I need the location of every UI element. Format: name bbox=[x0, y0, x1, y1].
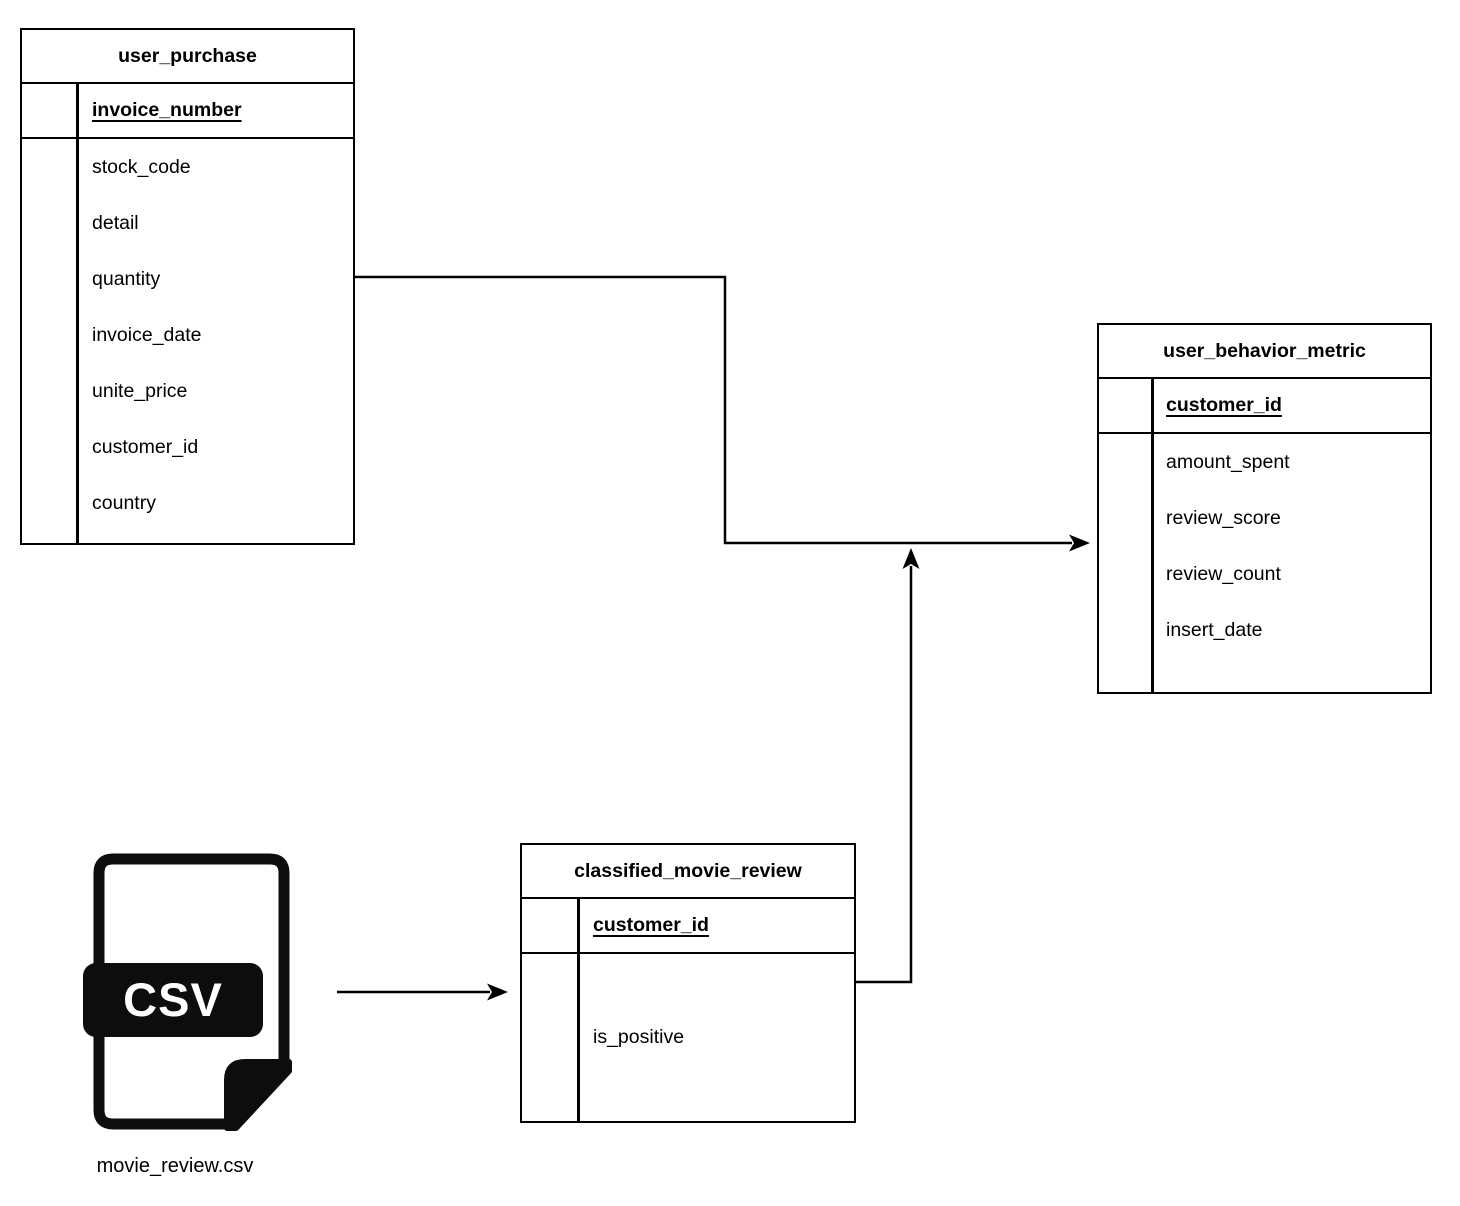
primary-key-label: invoice_number bbox=[92, 99, 242, 121]
table-body: stock_code detail quantity invoice_date … bbox=[22, 139, 353, 531]
csv-file-label: movie_review.csv bbox=[96, 1155, 254, 1177]
field-row: stock_code bbox=[92, 155, 191, 178]
arrowhead-icon bbox=[487, 983, 508, 1001]
entity-user-behavior-metric: user_behavior_metric customer_id amount_… bbox=[1097, 323, 1432, 694]
key-column-divider bbox=[1151, 379, 1154, 692]
field-row: amount_spent bbox=[1166, 450, 1290, 473]
primary-key-label: customer_id bbox=[593, 914, 709, 936]
csv-file-icon: CSV bbox=[83, 853, 292, 1131]
connector-user-purchase-to-user-behavior-metric bbox=[355, 275, 1072, 545]
key-column-divider bbox=[76, 84, 79, 543]
arrowhead-icon bbox=[902, 548, 920, 569]
table-body: is_positive bbox=[522, 954, 854, 1120]
entity-user-purchase: user_purchase invoice_number stock_code … bbox=[20, 28, 355, 545]
field-row: customer_id bbox=[92, 435, 199, 458]
field-row: is_positive bbox=[593, 1025, 685, 1048]
field-row: insert_date bbox=[1166, 618, 1263, 641]
folded-corner bbox=[224, 1059, 292, 1131]
field-row: review_score bbox=[1166, 506, 1281, 529]
key-column-divider bbox=[577, 899, 580, 1121]
arrowhead-icon bbox=[1069, 534, 1090, 552]
field-row: unite_price bbox=[92, 379, 188, 402]
primary-key-field: customer_id bbox=[522, 899, 854, 954]
table-title: user_behavior_metric bbox=[1099, 325, 1430, 379]
field-row: detail bbox=[92, 211, 139, 234]
connector-classified-movie-review-to-user-behavior-metric bbox=[856, 566, 913, 984]
csv-badge-label: CSV bbox=[123, 973, 223, 1026]
csv-badge bbox=[83, 963, 263, 1037]
field-row: quantity bbox=[92, 267, 161, 290]
table-title: classified_movie_review bbox=[522, 845, 854, 899]
primary-key-field: invoice_number bbox=[22, 84, 353, 139]
table-body: amount_spent review_score review_count i… bbox=[1099, 434, 1430, 658]
table-title: user_purchase bbox=[22, 30, 353, 84]
entity-classified-movie-review: classified_movie_review customer_id is_p… bbox=[520, 843, 856, 1123]
primary-key-field: customer_id bbox=[1099, 379, 1430, 434]
field-row: invoice_date bbox=[92, 323, 202, 346]
primary-key-label: customer_id bbox=[1166, 394, 1282, 416]
field-row: country bbox=[92, 491, 156, 514]
field-row: review_count bbox=[1166, 562, 1281, 585]
